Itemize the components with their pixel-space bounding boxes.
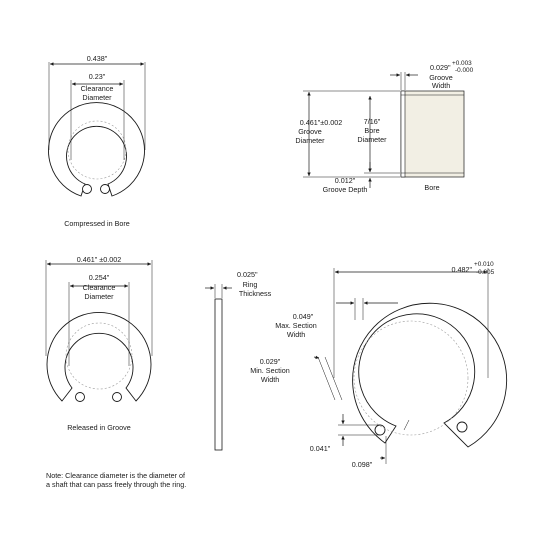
groove-section-view: 0.461"±0.002 Groove Diameter 7/16" Bore … [295,60,473,194]
groove-width-tol-minus: -0.000 [455,67,474,74]
bore-diameter-label-1: Bore [364,126,379,135]
compressed-clearance-circle [67,120,127,180]
released-clearance-circle [65,322,133,390]
detail-lug-hole-right [456,421,468,433]
ring-thickness-label-1: Ring [243,280,258,289]
released-in-groove-view: 0.461" ±0.002 0.254" Clearance Diameter … [45,255,153,432]
max-section-value: 0.049" [293,312,314,321]
ring-thickness-label-2: Thickness [239,289,272,298]
groove-depth-value: 0.012" [335,176,356,185]
detail-outer-value: 0.482" [451,265,472,274]
compressed-clearance-label-2: Diameter [82,93,112,102]
detail-outer-tol-minus: -0.005 [476,269,495,276]
groove-diameter-label-2: Diameter [295,136,325,145]
groove-diameter-value: 0.461"±0.002 [300,118,342,127]
groove-width-label-2: Width [432,81,450,90]
min-section-value: 0.029" [260,357,281,366]
groove-depth-label: Groove Depth [323,185,368,194]
compressed-ring-outline [48,102,145,197]
released-clearance-label-1: Clearance [83,283,116,292]
ring-detail-view: 0.482" +0.010 -0.005 0.049" Max. Section… [250,261,508,469]
min-section-label-2: Width [261,375,279,384]
detail-outer-tol-plus: +0.010 [474,261,494,268]
footnote: Note: Clearance diameter is the diameter… [46,471,186,489]
compressed-outer-dim: 0.438" [87,54,108,63]
compressed-caption: Compressed in Bore [64,219,130,228]
max-section-label-2: Width [287,330,305,339]
groove-width-value: 0.029" [430,63,451,72]
lug-hole-value: 0.041" [310,444,331,453]
lug-gap-value: 0.098" [352,460,373,469]
bore-section [400,90,465,178]
released-clearance-label-2: Diameter [84,292,114,301]
detail-ring-outline [352,302,508,448]
groove-width-tol-plus: +0.003 [452,60,472,67]
detail-lug-hole-left [374,424,386,436]
ring-thickness-value: 0.025" [237,270,258,279]
compressed-in-bore-view: 0.438" 0.23" Clearance Diameter Compress… [48,54,146,228]
bore-label: Bore [424,183,439,192]
compressed-clearance-label-1: Clearance [81,84,114,93]
compressed-clearance-value: 0.23" [89,72,106,81]
released-clearance-value: 0.254" [89,273,110,282]
groove-diameter-label-1: Groove [298,127,322,136]
compressed-lug-hole-left [82,184,92,194]
ring-edge-view [214,298,223,451]
ring-thickness-view: 0.025" Ring Thickness [205,270,272,451]
released-outer-dim: 0.461" ±0.002 [77,255,121,264]
released-lug-hole-left [75,392,85,402]
groove-cut [400,90,406,178]
bore-diameter-label-2: Diameter [357,135,387,144]
groove-width-label-1: Groove [429,73,453,82]
released-ring-outline [46,312,152,402]
note-line-2: a shaft that can pass freely through the… [46,480,186,489]
released-lug-hole-right [112,392,122,402]
max-section-label-1: Max. Section [275,321,317,330]
detail-clearance-circle [353,320,469,436]
released-caption: Released in Groove [67,423,131,432]
note-line-1: Note: Clearance diameter is the diameter… [46,471,185,480]
bore-diameter-value: 7/16" [364,117,381,126]
compressed-lug-hole-right [100,184,110,194]
min-section-label-1: Min. Section [250,366,290,375]
